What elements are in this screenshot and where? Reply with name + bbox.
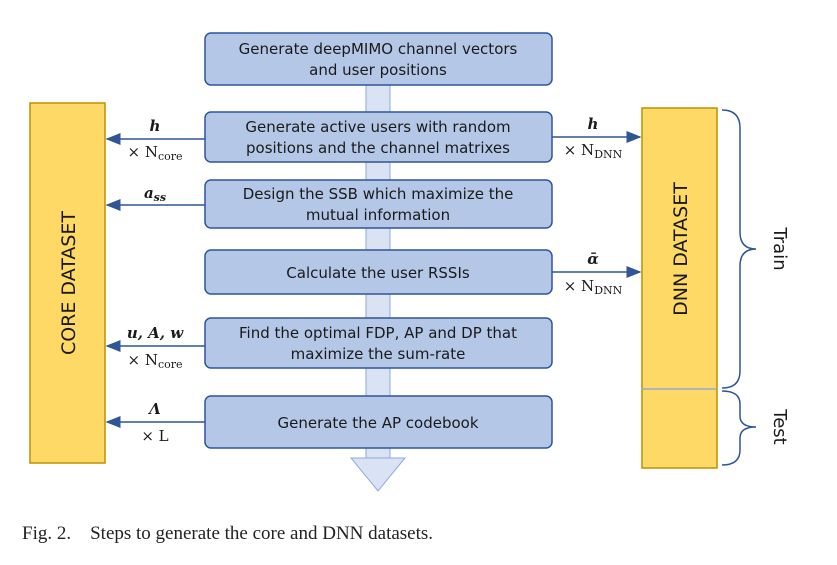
step-box-3: Design the SSB which maximize the mutual…: [204, 179, 553, 229]
flow-arrowhead: [349, 457, 407, 492]
train-label: Train: [769, 226, 790, 270]
step-2-line-2: positions and the channel matrixes: [246, 139, 510, 157]
step-3-line-1: Design the SSB which maximize the: [243, 185, 514, 203]
step-6-line-1: Generate the AP codebook: [277, 414, 478, 432]
right-arrow-h-top: h: [588, 115, 599, 133]
step-1-line-1: Generate deepMIMO channel vectors: [239, 40, 518, 58]
step-3-line-2: mutual information: [306, 206, 450, 224]
dnn-dataset-label: DNN DATASET: [670, 182, 692, 316]
train-bracket: [721, 109, 757, 389]
step-box-2: Generate active users with random positi…: [204, 111, 553, 163]
left-arrow-lambda-top: Λ: [147, 400, 161, 418]
step-box-4: Calculate the user RSSIs: [204, 249, 553, 295]
left-arrow-h: h × Ncore: [105, 117, 205, 163]
step-4-line-1: Calculate the user RSSIs: [286, 264, 470, 282]
right-arrow-alpha: ᾱ × NDNN: [552, 250, 642, 297]
step-5-line-1: Find the optimal FDP, AP and DP that: [239, 324, 517, 342]
step-box-6: Generate the AP codebook: [204, 395, 553, 449]
left-arrow-ass-top: ass: [144, 184, 166, 204]
step-5-line-2: maximize the sum-rate: [291, 345, 466, 363]
step-1-line-2: and user positions: [309, 61, 447, 79]
step-2-line-1: Generate active users with random: [245, 118, 510, 136]
left-arrow-ass: ass: [105, 184, 205, 211]
left-arrow-h-bottom: × Ncore: [127, 143, 182, 163]
step-box-1: Generate deepMIMO channel vectors and us…: [204, 32, 553, 86]
right-arrow-alpha-top: ᾱ: [587, 250, 599, 268]
right-arrow-alpha-bottom: × NDNN: [564, 277, 623, 297]
left-arrow-uaw-bottom: × Ncore: [127, 351, 182, 371]
left-arrow-lambda-bottom: × L: [141, 427, 168, 445]
test-bracket: [721, 390, 757, 466]
left-arrow-uaw-top: u, A, w: [127, 324, 184, 342]
dnn-dataset-box: [641, 107, 718, 469]
right-arrow-h: h × NDNN: [552, 115, 642, 161]
left-arrow-uaw: u, A, w × Ncore: [105, 324, 205, 371]
right-arrow-h-bottom: × NDNN: [564, 141, 623, 161]
left-arrow-lambda: Λ × L: [105, 400, 205, 445]
test-label: Test: [769, 408, 790, 444]
core-dataset-box: [29, 102, 106, 464]
left-arrow-h-top: h: [150, 117, 161, 135]
figure-caption: Fig. 2. Steps to generate the core and D…: [22, 523, 434, 544]
core-dataset-label: CORE DATASET: [58, 211, 80, 355]
step-box-5: Find the optimal FDP, AP and DP that max…: [204, 317, 553, 369]
